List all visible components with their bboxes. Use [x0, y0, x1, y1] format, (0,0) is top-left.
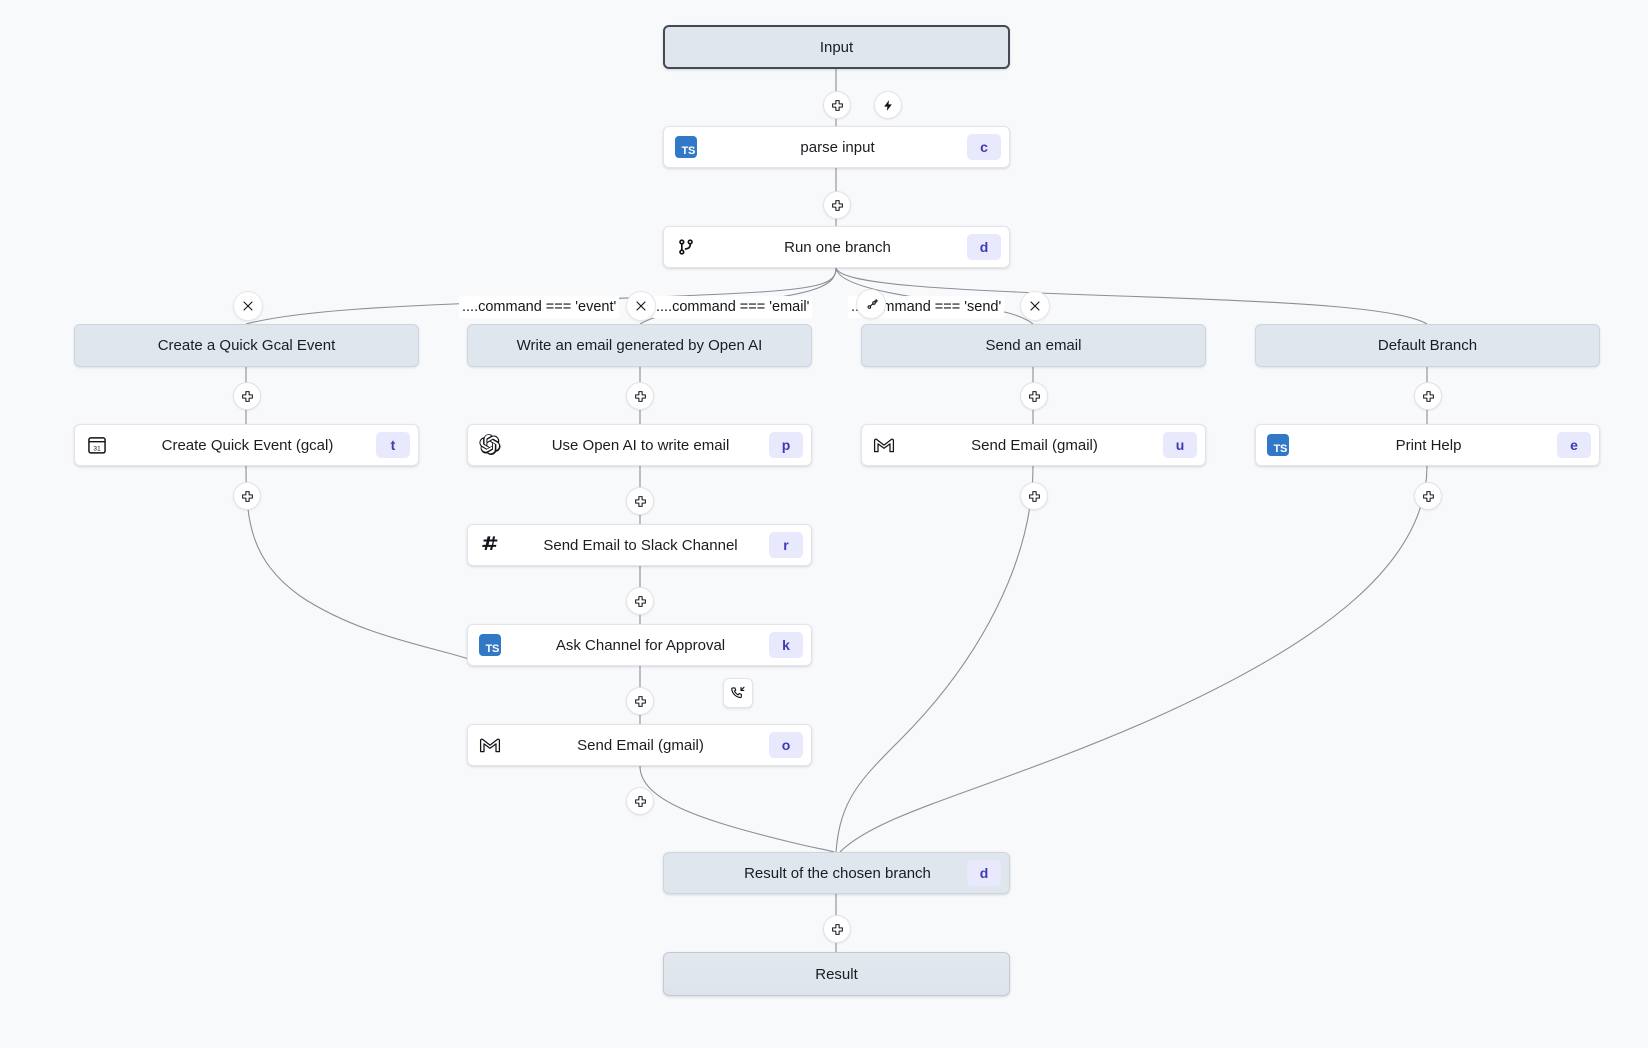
- node-create-quick-event[interactable]: 31 Create Quick Event (gcal) t: [74, 424, 419, 466]
- delete-branch-button[interactable]: [626, 291, 656, 321]
- plus-icon: [1422, 490, 1434, 502]
- node-print-help[interactable]: TS Print Help e: [1255, 424, 1600, 466]
- node-print-help-badge[interactable]: e: [1557, 432, 1591, 458]
- branch-condition-label-3: ....command === 'send': [848, 296, 1005, 318]
- add-branch-icon: [867, 298, 878, 309]
- node-send-email-slack-label: Send Email to Slack Channel: [543, 536, 738, 554]
- node-send-email-gmail-1-badge[interactable]: u: [1163, 432, 1197, 458]
- add-step-handle[interactable]: [1414, 482, 1442, 510]
- node-send-email-slack[interactable]: Send Email to Slack Channel r: [467, 524, 812, 566]
- plus-icon: [241, 490, 253, 502]
- plus-icon: [831, 99, 843, 111]
- node-result[interactable]: Result: [663, 952, 1010, 996]
- add-step-handle[interactable]: [1020, 382, 1048, 410]
- plus-icon: [634, 795, 646, 807]
- add-step-handle[interactable]: [626, 382, 654, 410]
- node-parse-input-badge[interactable]: c: [967, 134, 1001, 160]
- node-branch-head-send-email[interactable]: Send an email: [861, 324, 1206, 367]
- delete-branch-button[interactable]: [233, 291, 263, 321]
- typescript-icon: TS: [1256, 434, 1300, 456]
- plus-icon: [1028, 390, 1040, 402]
- add-step-handle[interactable]: [1414, 382, 1442, 410]
- plus-icon: [634, 695, 646, 707]
- add-step-handle[interactable]: [626, 587, 654, 615]
- node-run-one-branch-label: Run one branch: [784, 238, 891, 256]
- gmail-icon: [862, 433, 906, 457]
- node-result-of-chosen-branch[interactable]: Result of the chosen branch d: [663, 852, 1010, 894]
- close-icon: [243, 301, 253, 311]
- plus-icon: [1028, 490, 1040, 502]
- plus-icon: [634, 495, 646, 507]
- node-branch-head-openai[interactable]: Write an email generated by Open AI: [467, 324, 812, 367]
- plus-icon: [831, 199, 843, 211]
- branch-head-label: Default Branch: [1377, 337, 1478, 354]
- node-create-quick-event-label: Create Quick Event (gcal): [161, 436, 334, 454]
- close-icon: [636, 301, 646, 311]
- node-send-email-slack-badge[interactable]: r: [769, 532, 803, 558]
- typescript-icon: TS: [664, 136, 708, 158]
- calendar-icon: 31: [75, 434, 119, 456]
- suspend-badge[interactable]: [723, 678, 753, 708]
- typescript-icon: TS: [468, 634, 512, 656]
- add-step-handle[interactable]: [823, 91, 851, 119]
- add-step-handle[interactable]: [626, 787, 654, 815]
- add-step-handle[interactable]: [233, 482, 261, 510]
- node-send-email-gmail-2-label: Send Email (gmail): [577, 736, 704, 754]
- add-step-handle[interactable]: [1020, 482, 1048, 510]
- git-branch-icon: [664, 237, 708, 257]
- add-step-handle[interactable]: [626, 687, 654, 715]
- add-step-handle[interactable]: [823, 915, 851, 943]
- node-branch-head-default[interactable]: Default Branch: [1255, 324, 1600, 367]
- branch-head-label: Create a Quick Gcal Event: [157, 337, 336, 354]
- plus-icon: [831, 923, 843, 935]
- node-result-label: Result: [815, 965, 858, 983]
- add-step-handle[interactable]: [823, 191, 851, 219]
- branch-condition-label-1: ....command === 'event': [459, 296, 620, 318]
- node-ask-channel-approval-badge[interactable]: k: [769, 632, 803, 658]
- node-send-email-gmail-2-badge[interactable]: o: [769, 732, 803, 758]
- add-step-handle[interactable]: [233, 382, 261, 410]
- node-send-email-gmail-2[interactable]: Send Email (gmail) o: [467, 724, 812, 766]
- plus-icon: [1422, 390, 1434, 402]
- node-input-label: Input: [819, 38, 854, 56]
- node-result-of-chosen-branch-badge[interactable]: d: [967, 860, 1001, 886]
- add-branch-button[interactable]: [856, 289, 886, 319]
- node-create-quick-event-badge[interactable]: t: [376, 432, 410, 458]
- node-send-email-gmail-1-label: Send Email (gmail): [971, 436, 1098, 454]
- plus-icon: [241, 390, 253, 402]
- plus-icon: [634, 390, 646, 402]
- gmail-icon: [468, 733, 512, 757]
- slack-icon: [468, 534, 512, 556]
- node-branch-head-gcal[interactable]: Create a Quick Gcal Event: [74, 324, 419, 367]
- lightning-icon: [883, 99, 892, 111]
- openai-icon: [468, 433, 512, 457]
- node-ask-channel-approval[interactable]: TS Ask Channel for Approval k: [467, 624, 812, 666]
- phone-callback-icon: [731, 686, 745, 699]
- node-input[interactable]: Input: [663, 25, 1010, 69]
- node-print-help-label: Print Help: [1395, 436, 1462, 454]
- node-run-one-branch-badge[interactable]: d: [967, 234, 1001, 260]
- branch-head-label: Send an email: [985, 337, 1082, 354]
- trigger-handle[interactable]: [874, 91, 902, 119]
- add-step-handle[interactable]: [626, 487, 654, 515]
- branch-head-label: Write an email generated by Open AI: [516, 337, 763, 354]
- svg-text:31: 31: [93, 446, 101, 453]
- node-ask-channel-approval-label: Ask Channel for Approval: [555, 636, 726, 654]
- node-parse-input-label: parse input: [800, 138, 875, 156]
- node-run-one-branch[interactable]: Run one branch d: [663, 226, 1010, 268]
- node-result-of-chosen-branch-label: Result of the chosen branch: [744, 864, 931, 882]
- branch-condition-label-2: ....command === 'email': [653, 296, 813, 318]
- node-use-openai[interactable]: Use Open AI to write email p: [467, 424, 812, 466]
- node-parse-input[interactable]: TS parse input c: [663, 126, 1010, 168]
- node-use-openai-label: Use Open AI to write email: [551, 436, 730, 454]
- delete-branch-button[interactable]: [1020, 291, 1050, 321]
- node-send-email-gmail-1[interactable]: Send Email (gmail) u: [861, 424, 1206, 466]
- plus-icon: [634, 595, 646, 607]
- node-use-openai-badge[interactable]: p: [769, 432, 803, 458]
- close-icon: [1030, 301, 1040, 311]
